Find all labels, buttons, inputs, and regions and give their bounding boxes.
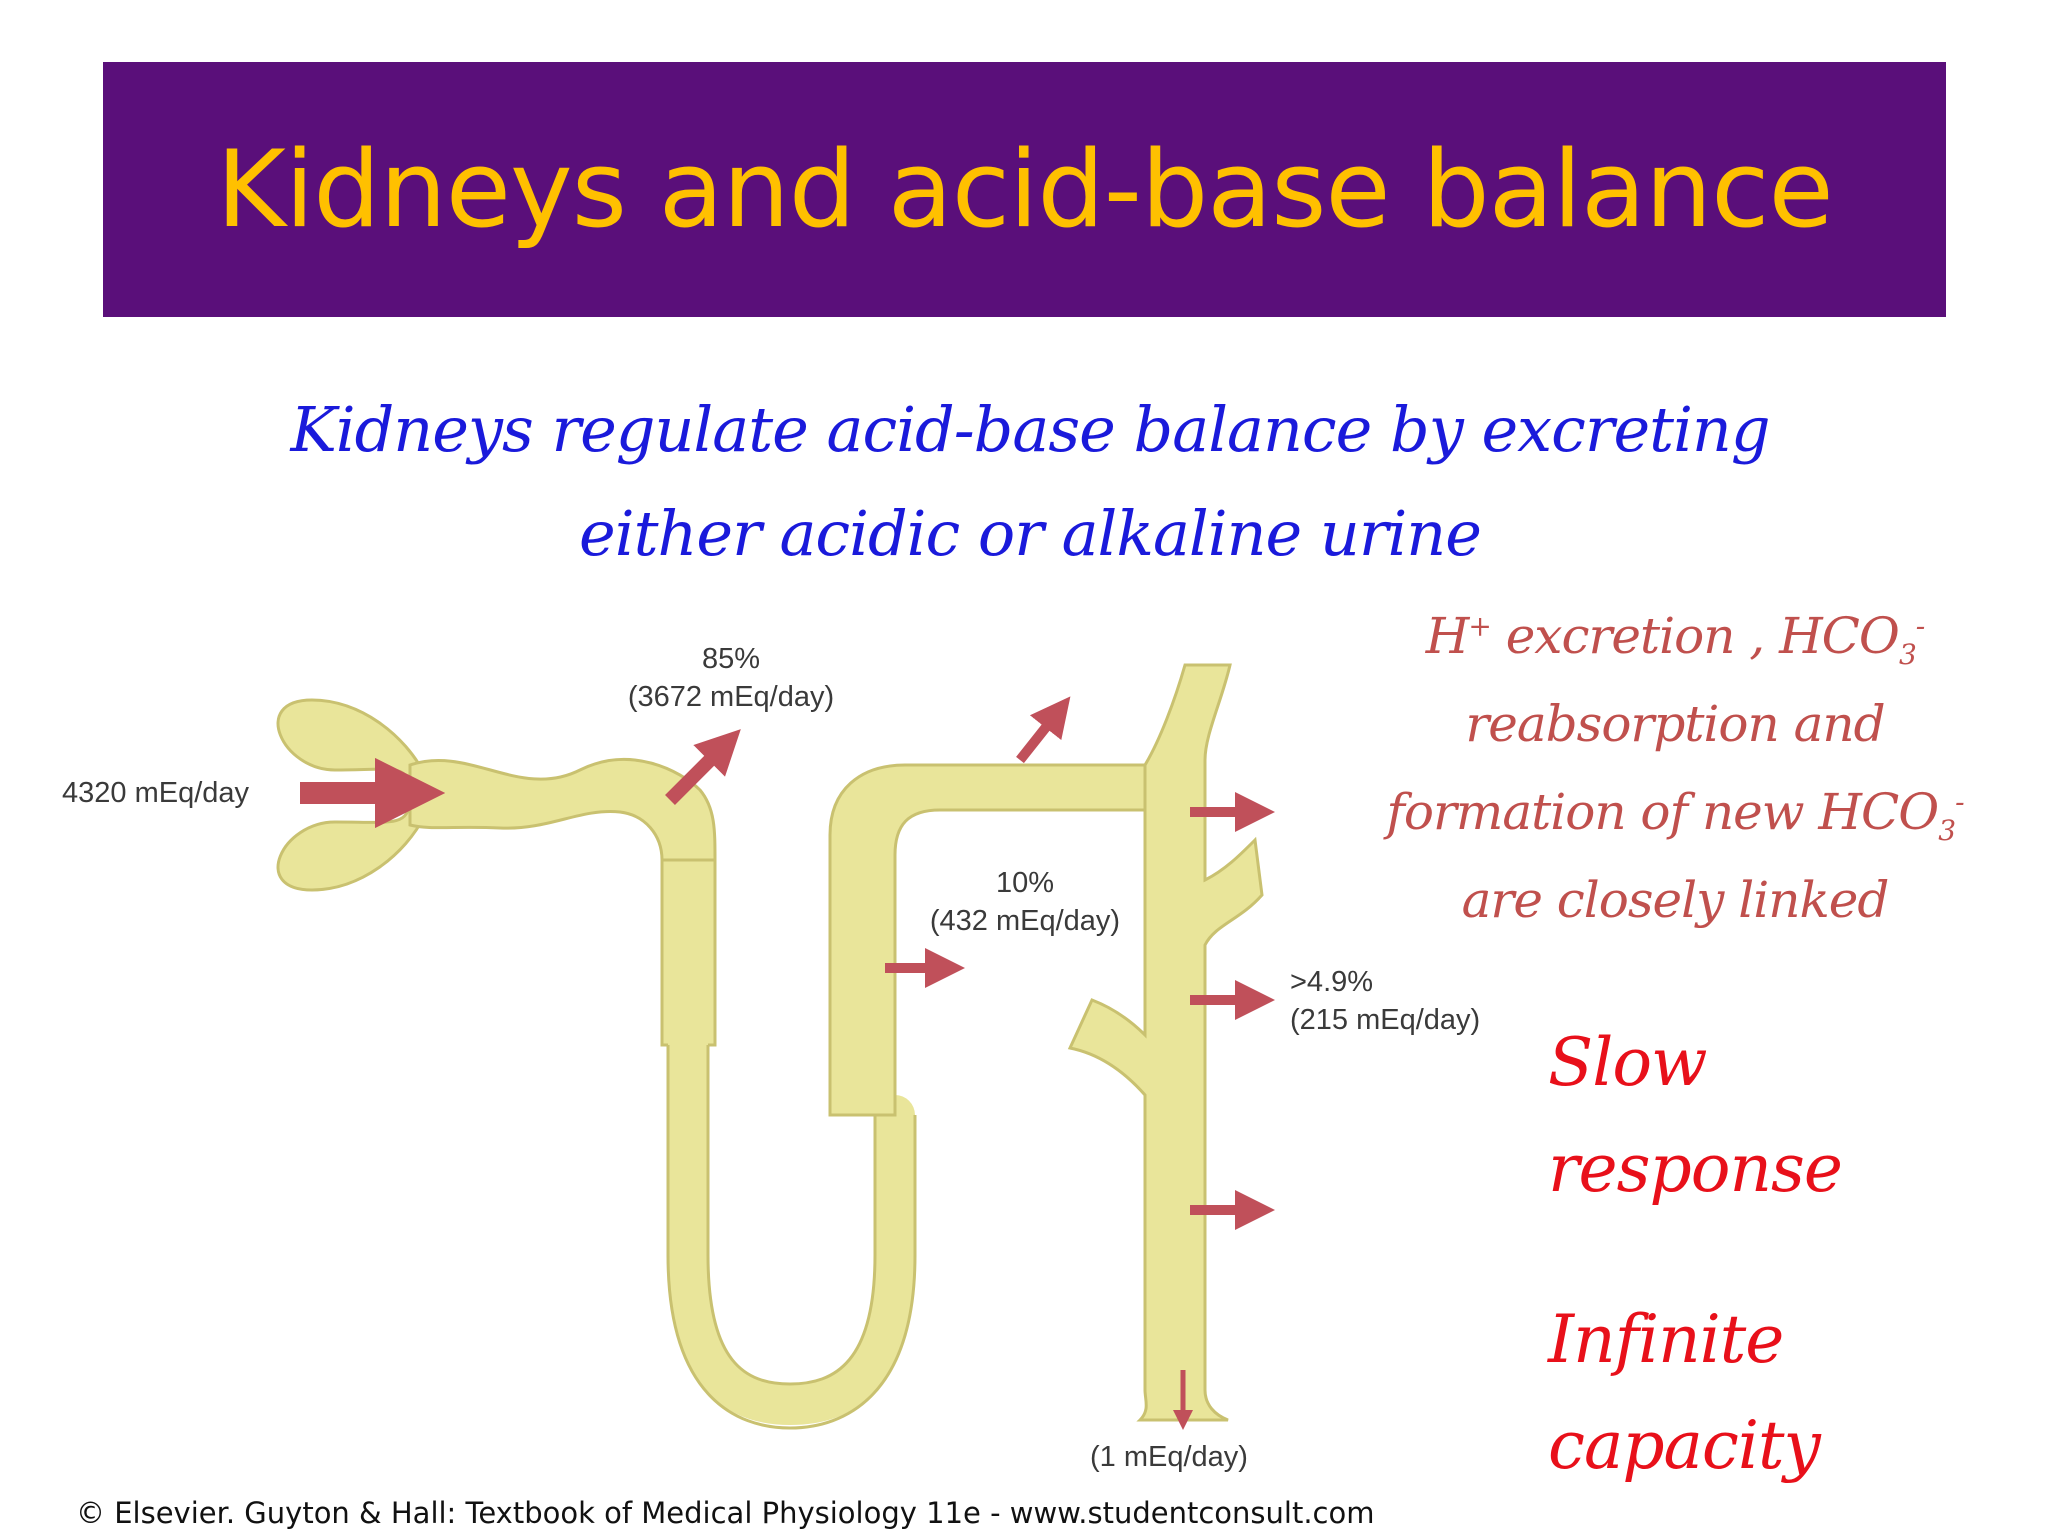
- note-line-1: H+ excretion , HCO3-: [1425, 607, 1926, 671]
- ascending-limb: [828, 763, 1147, 1117]
- slow-text: Slow: [1548, 1024, 1708, 1101]
- label-proximal: 85% (3672 mEq/day): [606, 640, 856, 716]
- nephron-tubule: [276, 663, 1264, 1426]
- arrow-proximal: [665, 729, 741, 805]
- label-loop: 10% (432 mEq/day): [900, 864, 1150, 940]
- linkage-note: H+ excretion , HCO3- reabsorption and fo…: [1305, 592, 2045, 944]
- slide-title: Kidneys and acid-base balance: [216, 128, 1833, 251]
- loop-of-henle: [668, 1023, 915, 1426]
- subtitle: Kidneys regulate acid-base balance by ex…: [80, 378, 1980, 586]
- arrow-ascending: [1016, 696, 1071, 764]
- capacity-text: capacity: [1548, 1407, 1821, 1484]
- note-line-2: reabsorption and: [1465, 695, 1885, 753]
- label-proximal-amt: (3672 mEq/day): [627, 681, 835, 713]
- descending-limb-thick: [660, 858, 717, 1047]
- collecting-duct: [1067, 663, 1264, 1422]
- label-loop-amt: (432 mEq/day): [929, 905, 1121, 937]
- loop-outline-outer: [666, 1045, 917, 1430]
- label-excreted: (1 mEq/day): [1090, 1441, 1248, 1473]
- label-loop-pct: 10%: [995, 867, 1055, 899]
- loop-outline-inner: [706, 1045, 877, 1386]
- note-line-4: are closely linked: [1461, 871, 1890, 929]
- label-distal: >4.9% (215 mEq/day): [1290, 963, 1480, 1039]
- subtitle-line-1: Kidneys regulate acid-base balance by ex…: [290, 393, 1770, 466]
- subtitle-line-2: either acidic or alkaline urine: [579, 497, 1482, 570]
- label-filtered: 4320 mEq/day: [62, 777, 250, 809]
- slow-response-note: Slow response: [1548, 1010, 1843, 1222]
- infinite-capacity-note: Infinite capacity: [1548, 1287, 1821, 1499]
- title-bar: Kidneys and acid-base balance: [103, 62, 1946, 317]
- infinite-text: Infinite: [1548, 1301, 1784, 1378]
- image-credit: © Elsevier. Guyton & Hall: Textbook of M…: [76, 1496, 1375, 1530]
- flux-arrows: [300, 696, 1275, 1430]
- note-line-3: formation of new HCO3-: [1386, 783, 1964, 847]
- label-distal-pct: >4.9%: [1290, 966, 1374, 998]
- response-text: response: [1548, 1130, 1843, 1207]
- label-distal-amt: (215 mEq/day): [1290, 1004, 1481, 1036]
- label-proximal-pct: 85%: [701, 643, 761, 675]
